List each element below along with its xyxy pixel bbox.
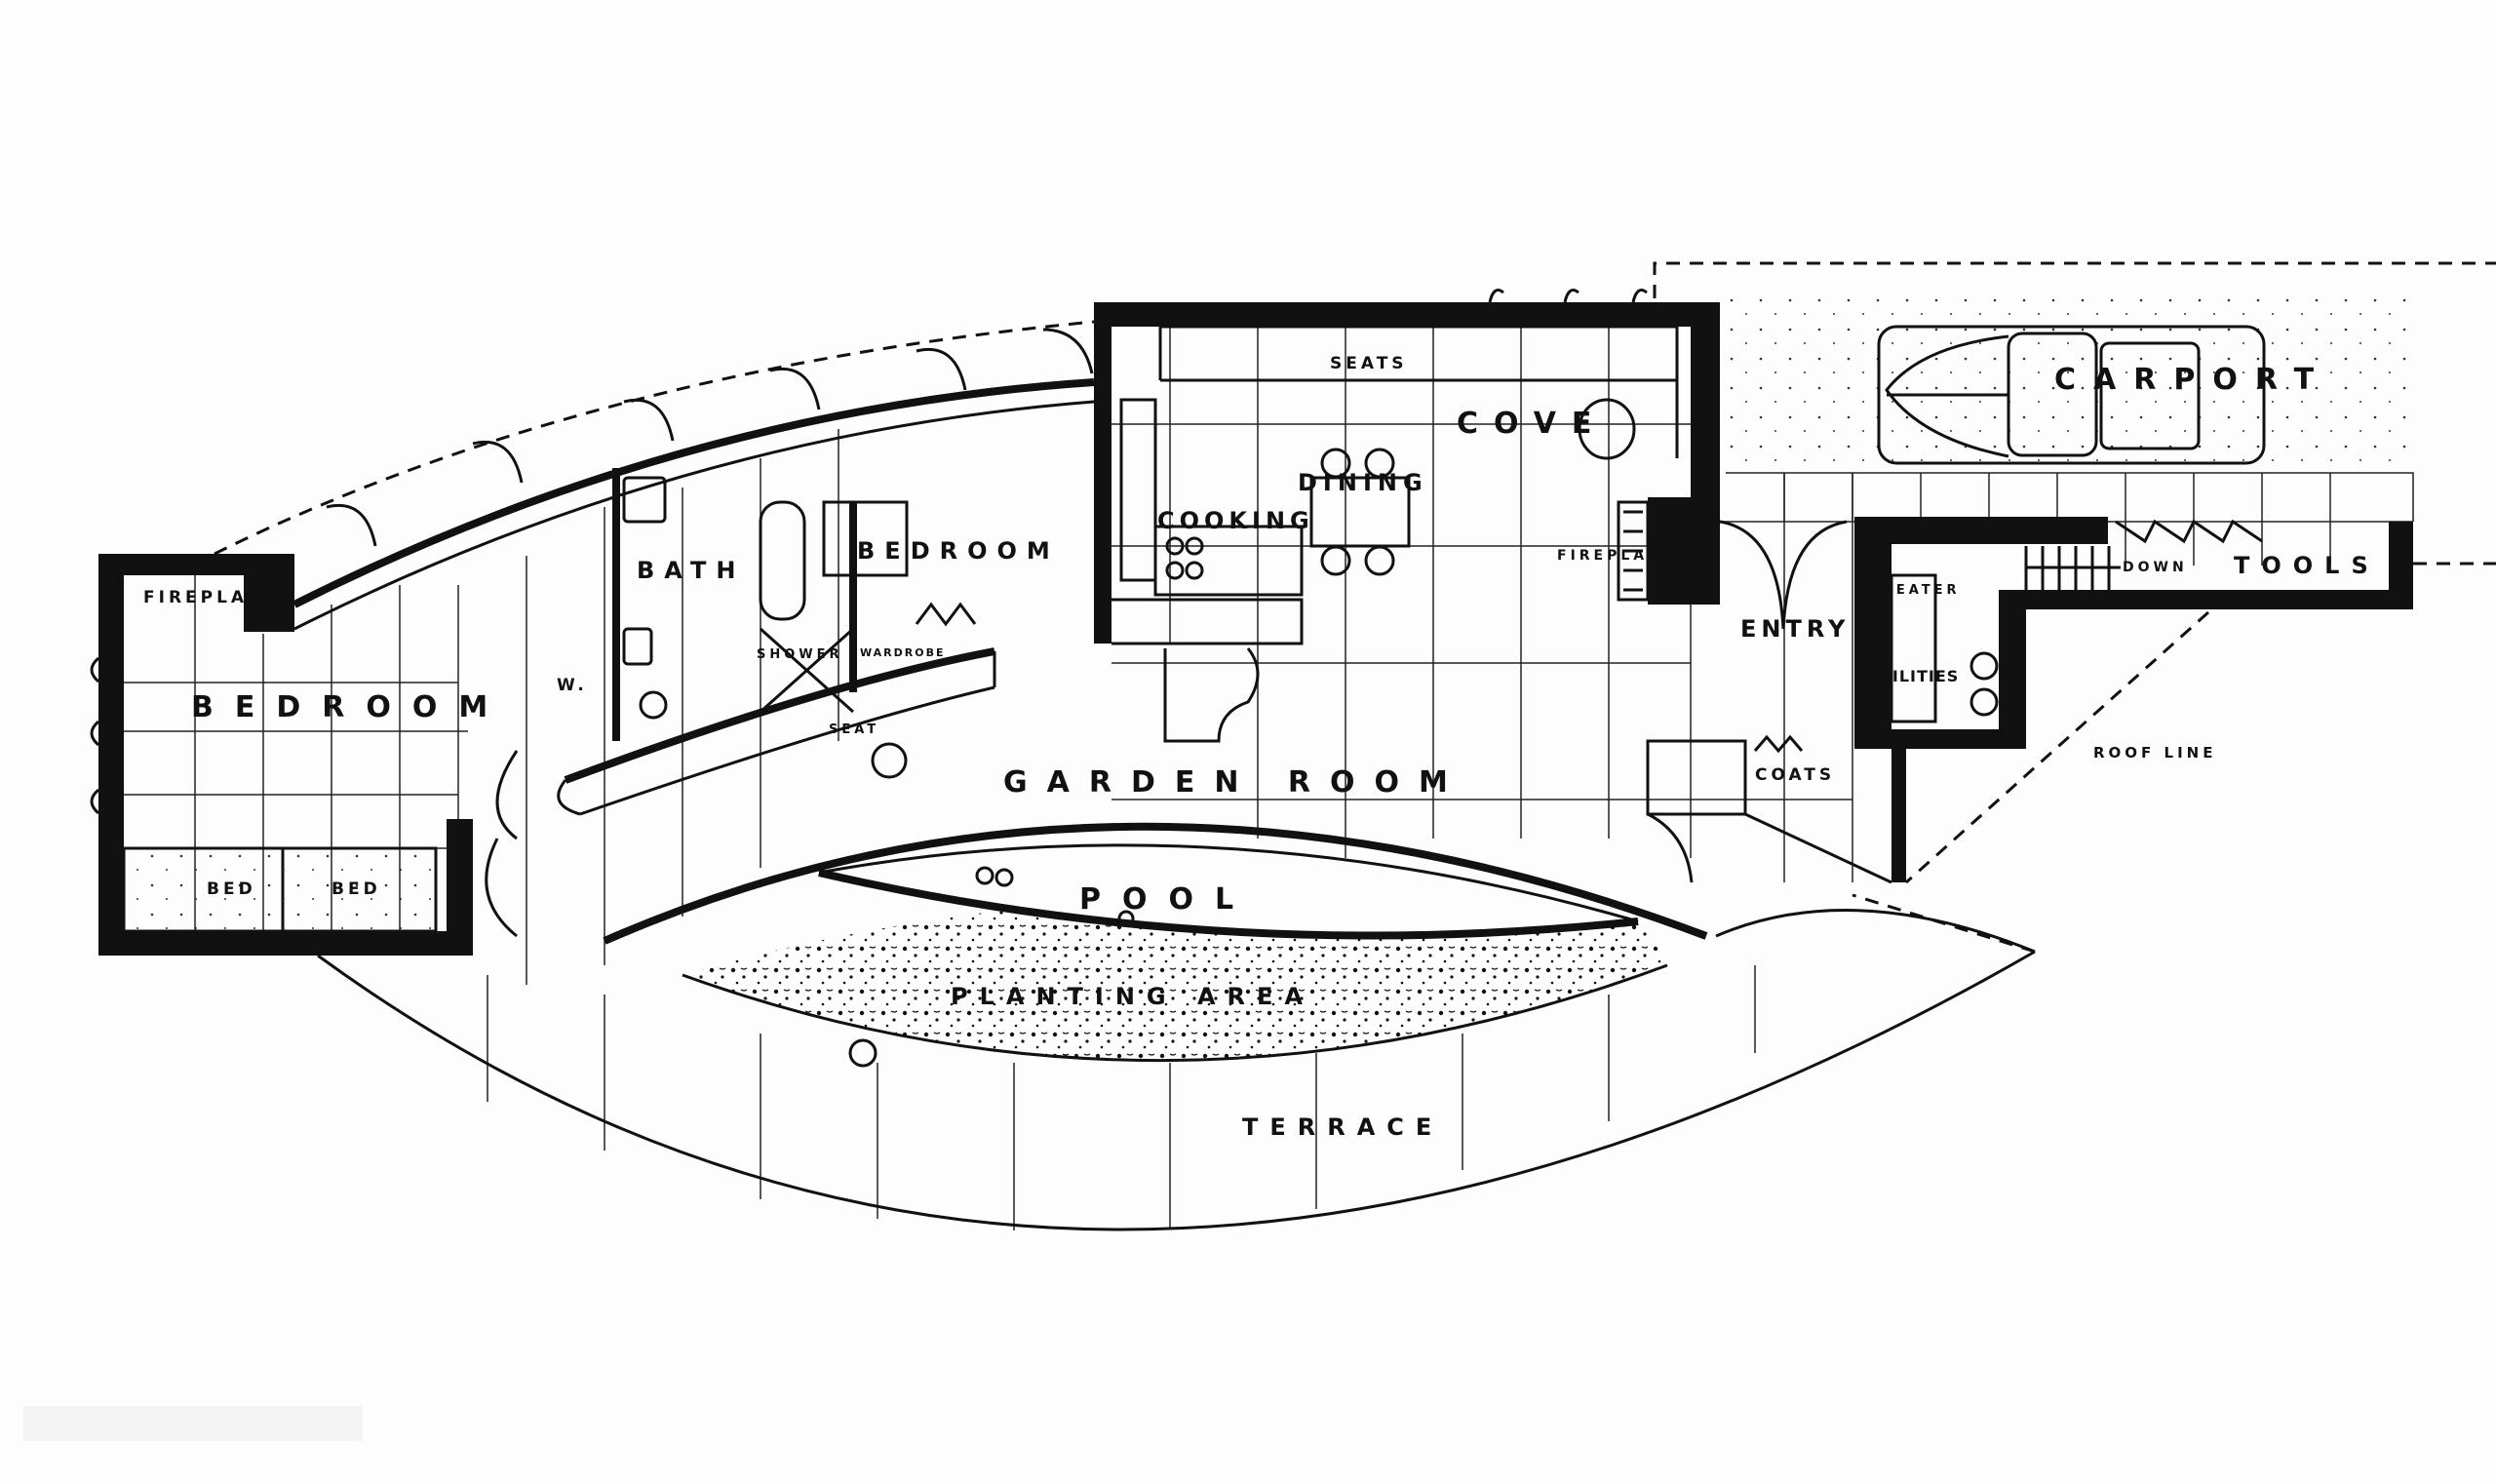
label-dining: DINING (1298, 469, 1428, 496)
room-labels: FIREPLACE BEDROOM BED BED BATH BEDROOM S… (143, 354, 2380, 1141)
label-pool: POOL (1079, 882, 1255, 917)
label-seat: SEAT (829, 722, 879, 737)
label-fireplace-bedroom: FIREPLACE (143, 588, 279, 607)
label-down: DOWN (2123, 560, 2188, 575)
label-bed-1: BED (207, 879, 256, 899)
label-bath: BATH (637, 557, 745, 584)
carport-gravel (1726, 293, 2418, 473)
cove-walls (1094, 302, 1720, 743)
bedroom-wing-walls (98, 554, 473, 956)
paper-blemish (23, 1406, 363, 1441)
label-wardrobe: WARDROBE (860, 646, 945, 659)
label-roof-line: ROOF LINE (2093, 744, 2216, 762)
label-bed-2: BED (332, 879, 381, 899)
label-tools: TOOLS (2234, 552, 2380, 579)
gallery-curved-wall (292, 378, 1095, 816)
label-seats: SEATS (1330, 354, 1408, 373)
floor-grid (122, 327, 2414, 1230)
service-wing-walls (1646, 517, 2413, 884)
terrace-pool (317, 742, 2036, 1231)
car-outline (1877, 325, 2266, 465)
label-cooking: COOKING (1157, 507, 1314, 534)
label-heater: HEATER (1882, 583, 1961, 598)
label-bedroom-main: BEDROOM (191, 690, 509, 724)
label-wc: W. (557, 676, 588, 695)
label-fireplace-cove: FIREPLACE (1557, 548, 1675, 564)
label-entry: ENTRY (1740, 615, 1850, 643)
window-arcs (90, 289, 1848, 938)
label-shower: SHOWER (757, 647, 843, 662)
label-garden-room: GARDEN ROOM (1003, 765, 1467, 800)
label-carport: CARPORT (2054, 363, 2331, 397)
label-bedroom-second: BEDROOM (857, 537, 1060, 565)
label-utilities: UTILITIES (1867, 667, 1959, 685)
label-terrace: TERRACE (1242, 1113, 1443, 1141)
label-coats: COATS (1755, 765, 1835, 785)
label-planting-area: PLANTING AREA (951, 983, 1314, 1010)
label-cove: COVE (1457, 407, 1607, 441)
bath-fixtures (612, 468, 977, 741)
